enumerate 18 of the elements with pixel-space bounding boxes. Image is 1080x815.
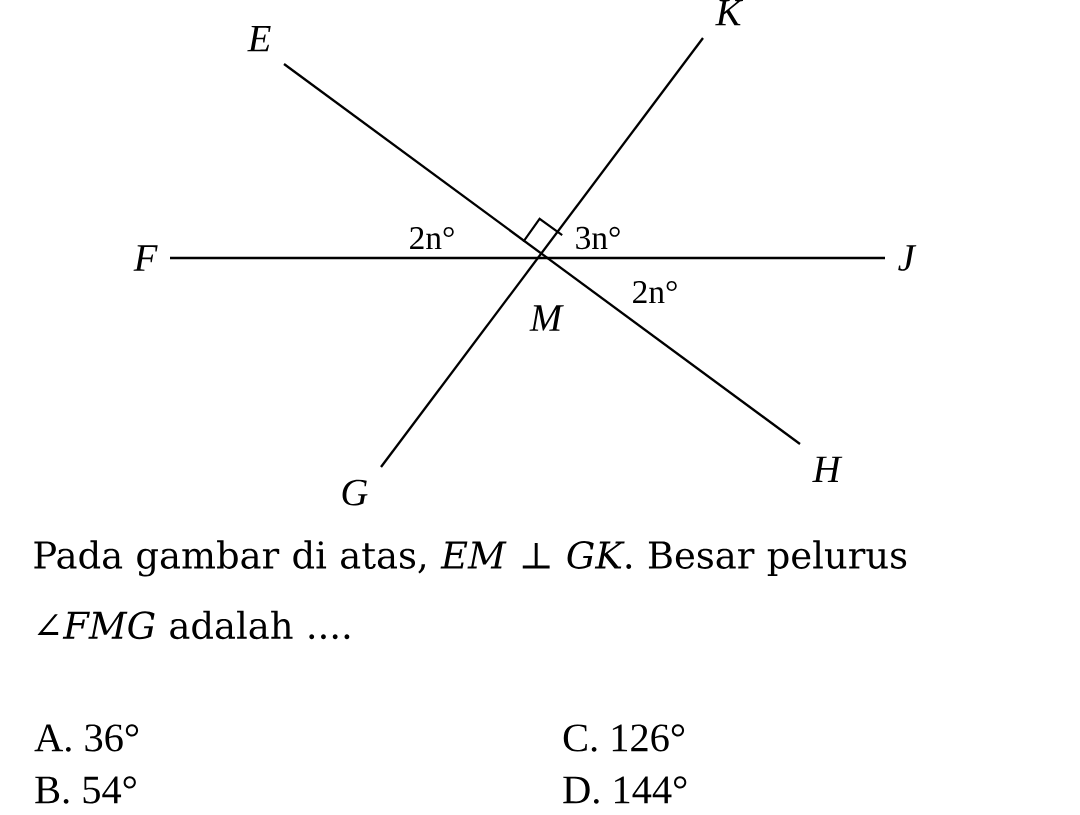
- line: [380, 37, 704, 468]
- point-label: H: [812, 456, 843, 482]
- answer-option: A. 36°: [34, 724, 139, 752]
- point-label: M: [529, 305, 564, 331]
- line: [170, 256, 885, 260]
- angle-label: 2n°: [410, 226, 454, 250]
- question-text: Pada gambar di atas, EM ⊥ GK. Besar pelurus ∠FMG adalah ....: [34, 540, 907, 640]
- point-label: E: [247, 26, 271, 52]
- point-label: K: [715, 0, 744, 26]
- answer-option: D. 144°: [563, 776, 687, 804]
- answer-option: C. 126°: [563, 724, 685, 752]
- point-label: F: [133, 245, 158, 271]
- point-label: G: [342, 479, 368, 506]
- point-label: J: [898, 245, 917, 271]
- answer-option: B. 54°: [35, 776, 136, 804]
- angle-label: 2n°: [633, 280, 677, 304]
- line: [283, 63, 801, 445]
- angle-label: 3n°: [576, 226, 620, 250]
